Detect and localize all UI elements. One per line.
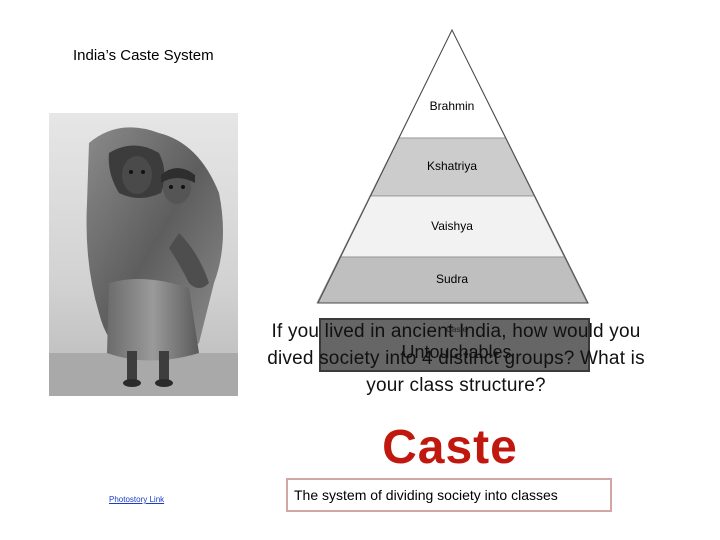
untouchables-label: Untouchables (401, 342, 512, 362)
photo-two-children (49, 113, 238, 396)
slide-title: India’s Caste System (73, 47, 214, 64)
tier-label-sudra: Sudra (435, 272, 469, 286)
caste-definition-box: The system of dividing society into clas… (286, 478, 612, 512)
tier-label-brahmin: Brahmin (429, 99, 475, 113)
discussion-question: If you lived in ancient India, how would… (267, 321, 645, 396)
untouchables-box: Caste Untouchables (319, 318, 590, 372)
untouchables-caption: Caste (446, 325, 467, 334)
caste-heading: Caste (382, 421, 518, 474)
caste-definition-text: The system of dividing society into clas… (294, 487, 558, 503)
pyramid-tier-brahmin (397, 29, 507, 139)
photostory-link[interactable]: Photostory Link (109, 495, 165, 504)
tier-label-vaishya: Vaishya (431, 218, 473, 233)
tier-label-kshatriya: Kshatriya (426, 159, 478, 173)
